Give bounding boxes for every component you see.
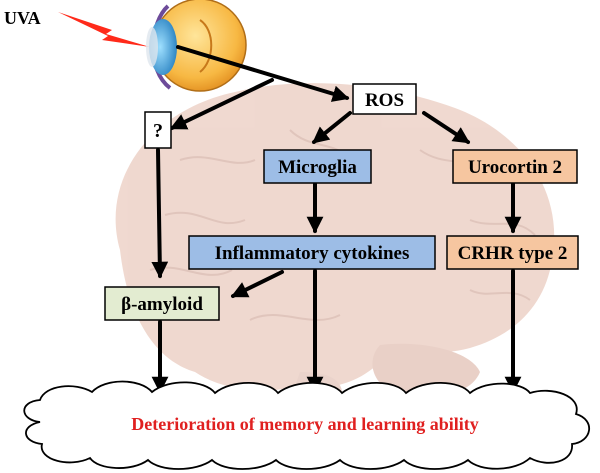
eye-icon: [146, 0, 247, 92]
outcome-label: Deterioration of memory and learning abi…: [131, 414, 478, 434]
node-crhr-label: CRHR type 2: [458, 243, 568, 264]
arrow-eye-to-unknown: [169, 78, 274, 130]
arrow-layer: [151, 45, 522, 394]
arrow-eye-to-ros: [176, 45, 350, 102]
node-microglia-label: Microglia: [278, 157, 357, 178]
arrow-ros-to-microglia: [312, 111, 352, 144]
uva-label: UVA: [4, 8, 41, 28]
outcome-cloud: Deterioration of memory and learning abi…: [23, 380, 590, 470]
node-ros: ROS: [352, 83, 417, 115]
node-amyloid: β-amyloid: [104, 286, 220, 321]
arrow-cytokines-to-amyloid: [230, 270, 284, 298]
node-microglia: Microglia: [263, 149, 372, 184]
arrow-unknown-to-amyloid: [151, 148, 169, 279]
node-unknown: ?: [144, 111, 172, 149]
node-ros-label: ROS: [365, 90, 404, 111]
lightning-icon: [58, 12, 150, 47]
cloud-shape: [23, 380, 590, 470]
node-urocortin: Urocortin 2: [452, 149, 578, 184]
node-amyloid-label: β-amyloid: [121, 294, 203, 315]
arrow-ros-to-urocortin: [422, 111, 471, 144]
node-cytokines: Inflammatory cytokines: [188, 235, 436, 270]
node-crhr: CRHR type 2: [446, 235, 579, 270]
node-cytokines-label: Inflammatory cytokines: [215, 243, 410, 264]
node-urocortin-label: Urocortin 2: [468, 157, 562, 178]
node-unknown-label: ?: [153, 120, 163, 142]
